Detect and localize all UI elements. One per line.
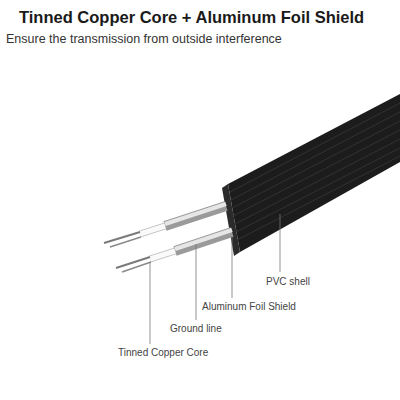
cable-jacket (228, 94, 400, 252)
jacket-ribs (230, 103, 400, 240)
subtitle: Ensure the transmission from outside int… (6, 32, 282, 46)
cable-end-face (222, 184, 240, 256)
part-label: PVC shell (266, 276, 310, 287)
title: Tinned Copper Core + Aluminum Foil Shiel… (19, 8, 364, 27)
part-label: Aluminum Foil Shield (202, 301, 296, 312)
leader-lines (150, 214, 280, 344)
conductor-lower (116, 230, 232, 272)
part-label: Tinned Copper Core (118, 347, 208, 358)
part-label: Ground line (170, 323, 222, 334)
